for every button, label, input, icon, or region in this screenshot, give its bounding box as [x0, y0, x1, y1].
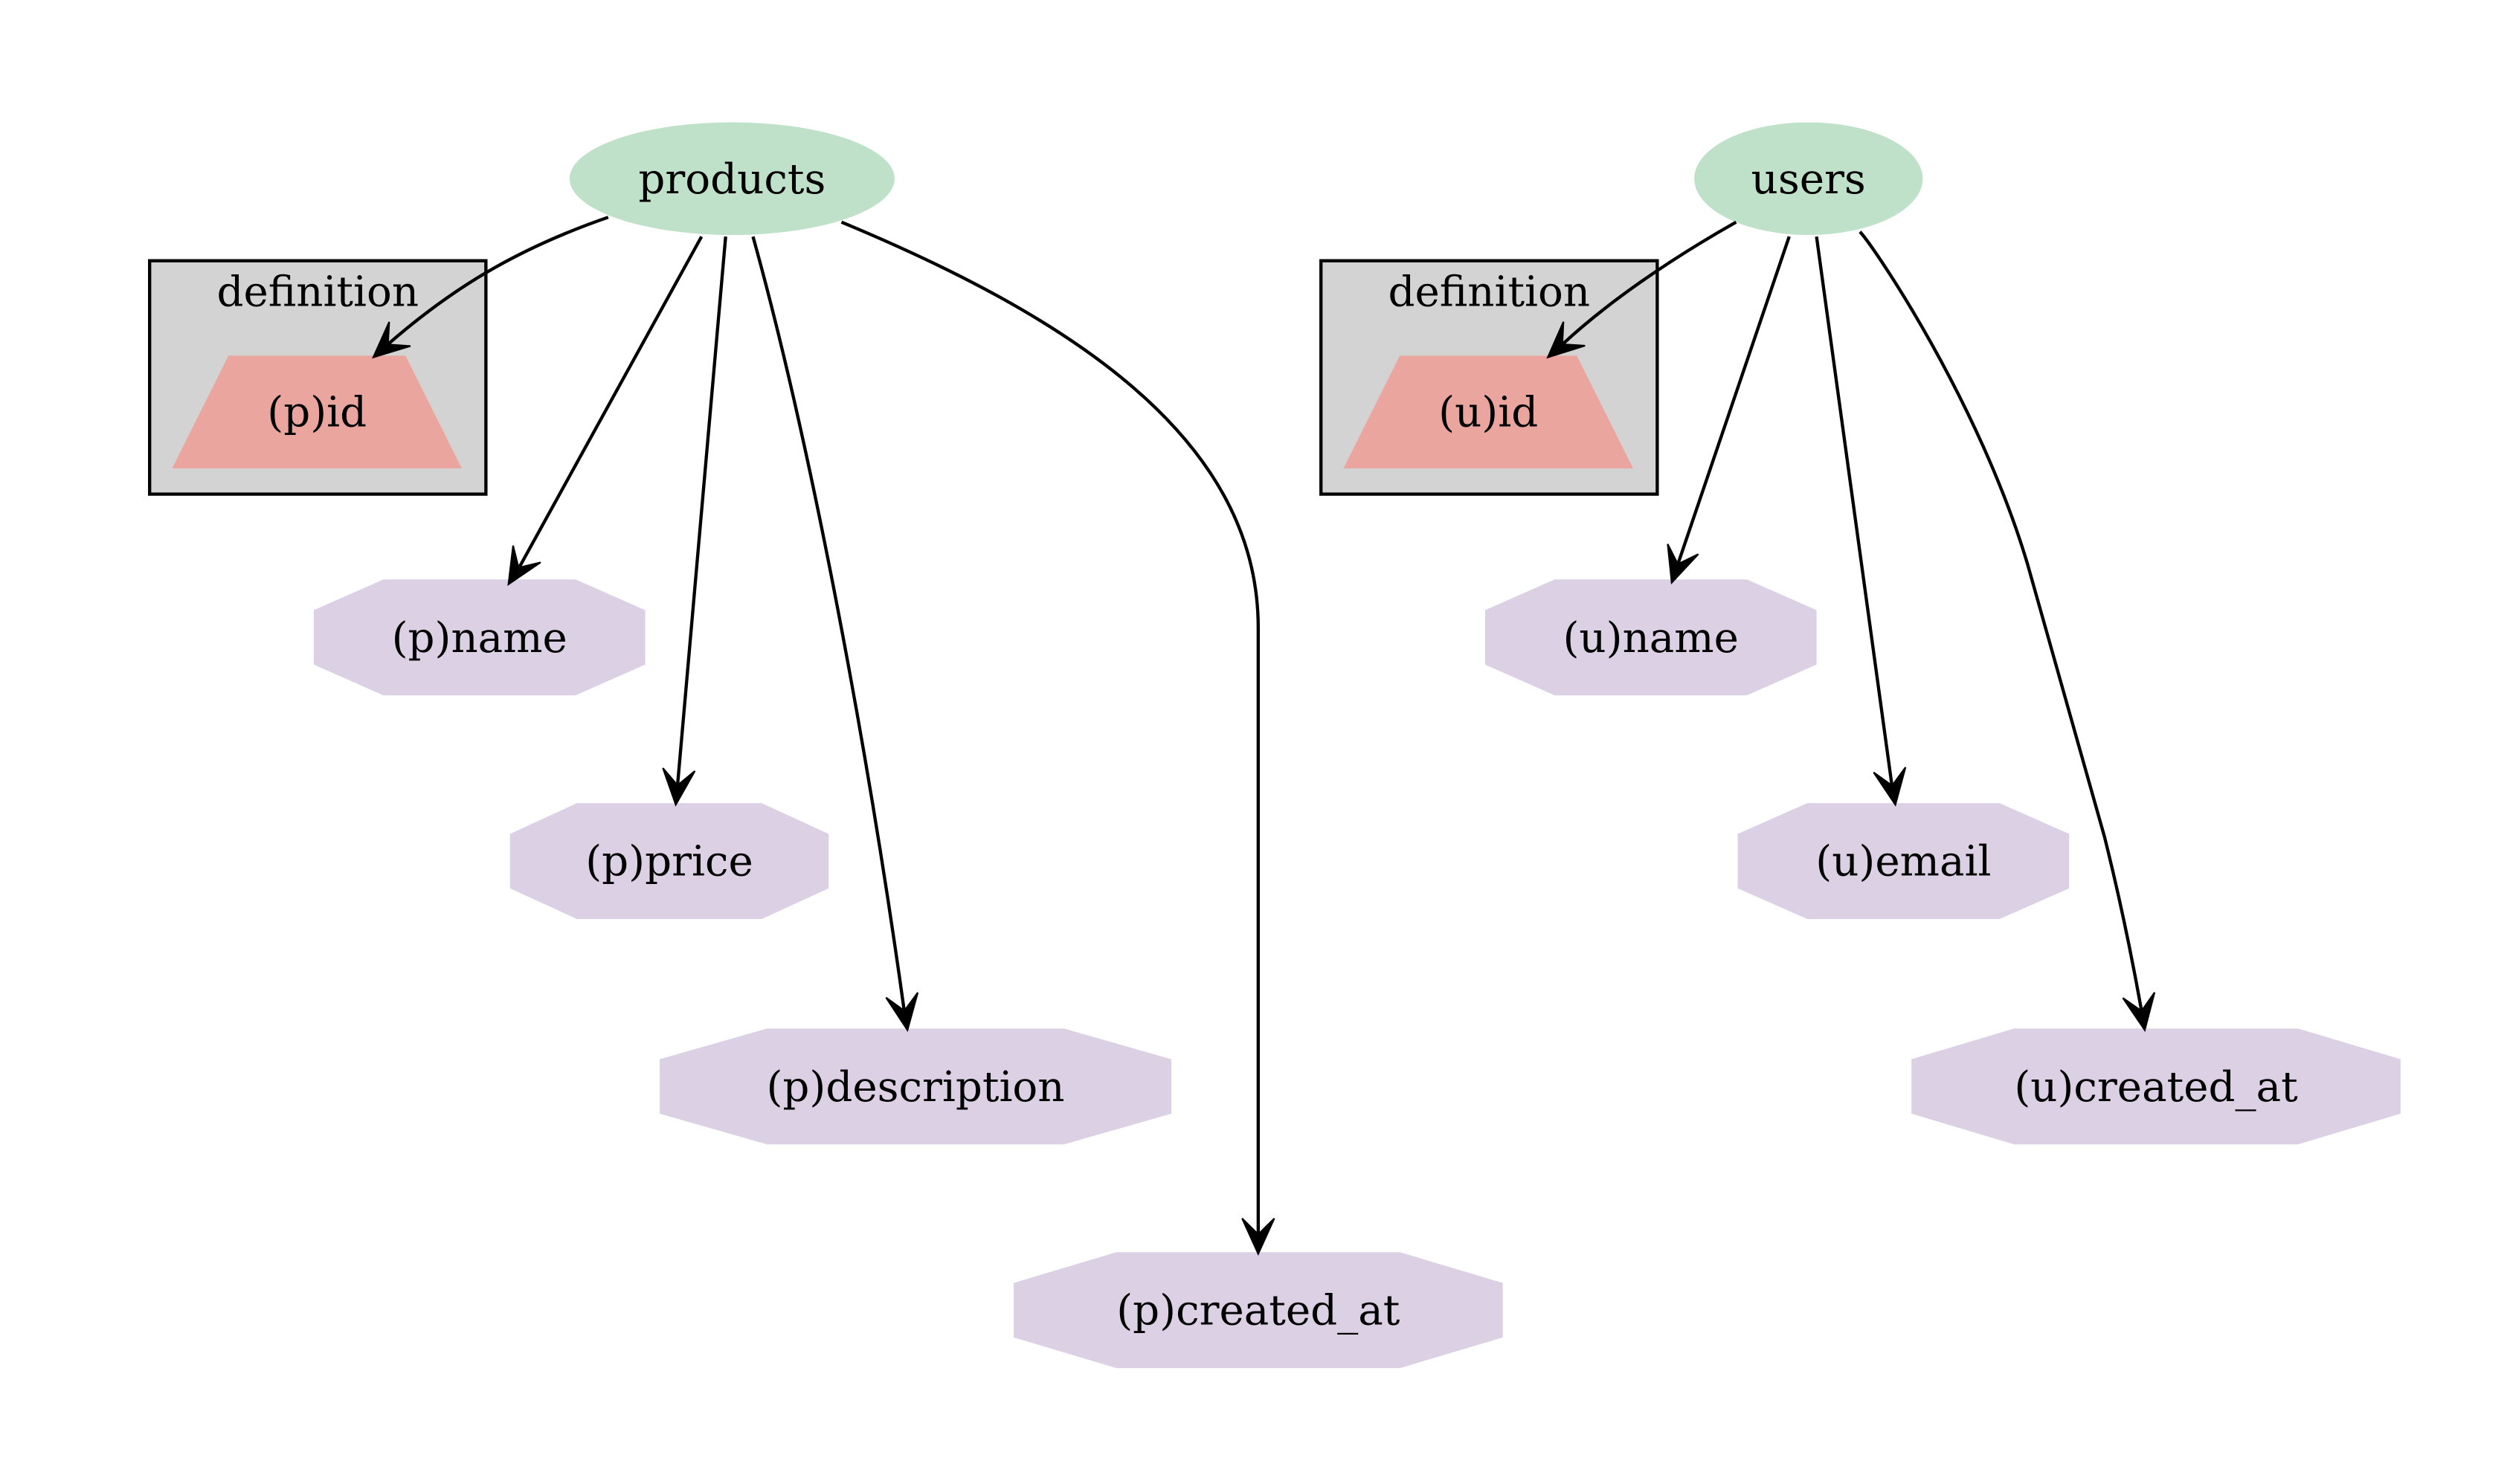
edges-layer — [371, 216, 2156, 1256]
arrowhead-icon — [1546, 321, 1586, 359]
column-node-shape — [1484, 579, 1817, 696]
column-node-shape — [1737, 803, 2070, 920]
edge-products-to-p-price — [662, 236, 727, 807]
edge-users-to-u-email — [1815, 236, 1907, 807]
column-node-shape — [313, 579, 646, 696]
node-p-id[interactable]: (p)id — [172, 355, 462, 468]
edge-products-to-p-description — [751, 236, 919, 1033]
edge-line — [1561, 220, 1737, 346]
node-label: (p)name — [392, 614, 567, 662]
node-products[interactable]: products — [569, 122, 895, 236]
node-label: (p)id — [267, 389, 367, 437]
edge-line — [675, 236, 727, 787]
column-node-shape — [1911, 1028, 2401, 1145]
table-node-shape — [1694, 122, 1923, 236]
node-label: (p)price — [585, 838, 753, 886]
table-node-shape — [569, 122, 895, 236]
arrowhead-icon — [2122, 992, 2156, 1033]
arrowhead-icon — [1873, 767, 1907, 807]
cluster-label: definition — [216, 268, 419, 316]
arrowhead-icon — [662, 767, 696, 807]
node-u-name[interactable]: (u)name — [1484, 579, 1817, 696]
node-label: (p)description — [767, 1063, 1065, 1112]
node-u-id[interactable]: (u)id — [1343, 355, 1633, 468]
node-u-email[interactable]: (u)email — [1737, 803, 2070, 920]
arrowhead-icon — [1667, 543, 1699, 585]
edge-products-to-p-created-at — [840, 220, 1275, 1256]
cluster-label: definition — [1388, 268, 1590, 316]
column-node-shape — [509, 803, 829, 920]
edge-products-to-p-id — [371, 216, 609, 359]
node-label: (p)created_at — [1116, 1287, 1400, 1335]
node-label: (u)id — [1438, 389, 1538, 437]
nodes-layer: products (p)id (p)name (p)price (p)descripti… — [172, 122, 2401, 1369]
node-label: products — [638, 155, 826, 204]
node-users[interactable]: users — [1694, 122, 1923, 236]
arrowhead-icon — [371, 321, 411, 359]
edge-line — [751, 236, 907, 1011]
edge-users-to-u-id — [1546, 220, 1737, 359]
edge-line — [518, 236, 704, 568]
column-node-shape — [1013, 1252, 1503, 1369]
edge-line — [840, 220, 1260, 1235]
edge-users-to-u-name — [1667, 236, 1791, 585]
column-node-shape — [660, 1028, 1171, 1145]
edge-line — [386, 216, 609, 346]
edge-users-to-u-created-at — [1859, 230, 2156, 1033]
arrowhead-icon — [507, 545, 541, 587]
node-p-name[interactable]: (p)name — [313, 579, 646, 696]
node-label: (u)email — [1815, 838, 1991, 886]
node-label: users — [1751, 155, 1866, 204]
node-p-price[interactable]: (p)price — [509, 803, 829, 920]
arrowhead-icon — [1241, 1218, 1275, 1256]
node-p-description[interactable]: (p)description — [660, 1028, 1171, 1145]
node-u-created-at[interactable]: (u)created_at — [1911, 1028, 2401, 1145]
node-label: (u)created_at — [2014, 1063, 2298, 1112]
node-label: (u)name — [1563, 614, 1738, 662]
edge-line — [1676, 236, 1791, 564]
primary-key-node-shape — [172, 355, 462, 468]
edge-line — [1859, 230, 2143, 1011]
edge-products-to-p-name — [507, 236, 704, 587]
primary-key-node-shape — [1343, 355, 1633, 468]
node-p-created-at[interactable]: (p)created_at — [1013, 1252, 1503, 1369]
edge-line — [1815, 236, 1894, 787]
arrowhead-icon — [885, 992, 919, 1033]
